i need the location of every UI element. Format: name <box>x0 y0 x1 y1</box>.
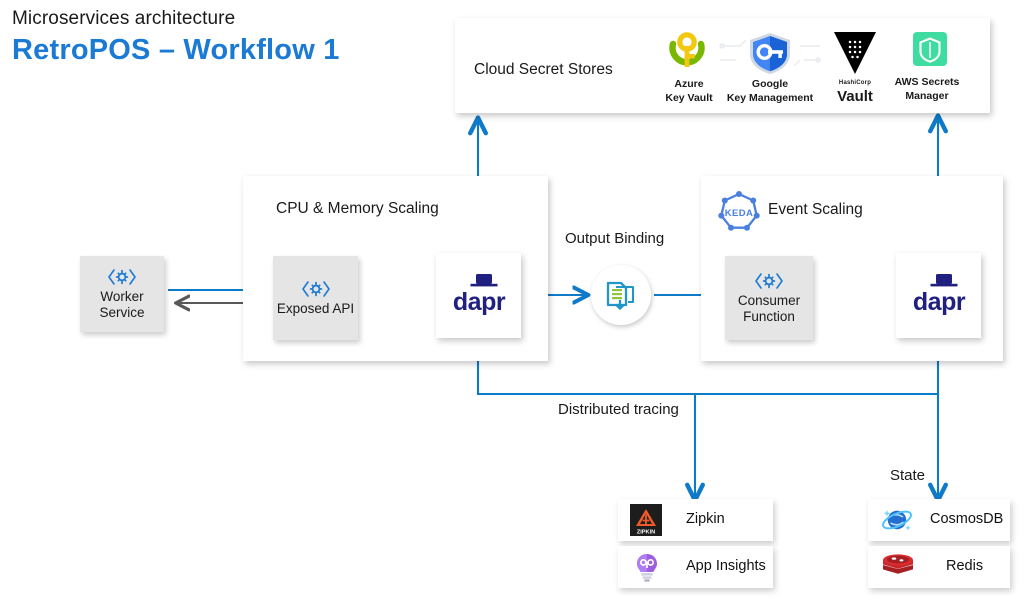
redis-icon <box>882 554 914 580</box>
redis-row[interactable]: Redis <box>868 546 1010 588</box>
svg-text:KEDA: KEDA <box>725 208 754 219</box>
api-gear-icon <box>755 272 783 289</box>
exposed-api-node[interactable]: Exposed API <box>273 256 358 340</box>
dapr-logo-icon: dapr <box>452 273 506 316</box>
cpu-memory-scaling-title: CPU & Memory Scaling <box>276 200 439 217</box>
google-key-management-caption-1: Google <box>751 78 789 90</box>
distributed-tracing-label: Distributed tracing <box>558 401 679 418</box>
consumer-function-label-2: Function <box>743 308 795 324</box>
google-key-management-icon <box>719 33 821 74</box>
dapr-right-node[interactable]: dapr <box>896 253 981 338</box>
cloud-secret-stores-panel: Cloud Secret Stores <box>455 18 990 113</box>
svg-text:dapr: dapr <box>452 288 505 316</box>
keda-icon: KEDA <box>718 191 760 231</box>
worker-service-node[interactable]: Worker Service <box>80 256 164 332</box>
cosmosdb-icon <box>881 504 913 536</box>
consumer-function-node[interactable]: Consumer Function <box>725 256 813 340</box>
azure-key-vault-icon <box>669 32 705 67</box>
aws-secrets-manager-caption-1: AWS Secrets <box>894 76 960 88</box>
aws-secrets-manager-logo: AWS Secrets Manager <box>884 30 970 102</box>
cosmosdb-label: CosmosDB <box>930 511 1004 527</box>
app-insights-label: App Insights <box>686 558 766 574</box>
azure-key-vault-caption-2: Key Vault <box>665 92 713 104</box>
state-label: State <box>890 467 926 484</box>
hashicorp-vault-caption-2: Vault <box>837 88 873 105</box>
redis-label: Redis <box>946 558 984 574</box>
keda-logo: KEDA <box>715 189 763 237</box>
svg-text:ZIPKIN: ZIPKIN <box>637 530 655 536</box>
azure-key-vault-caption-1: Azure <box>674 78 704 90</box>
cosmosdb-row[interactable]: CosmosDB <box>868 499 1010 541</box>
worker-service-label-2: Service <box>99 304 145 320</box>
hashicorp-vault-logo: HashiCorp Vault <box>826 30 884 105</box>
binding-download-icon <box>606 281 635 310</box>
zipkin-icon: ZIPKIN <box>630 504 662 536</box>
aws-secrets-manager-icon <box>913 32 947 66</box>
api-gear-icon <box>301 280 330 297</box>
google-key-management-logo: Google Key Management <box>714 30 826 104</box>
page-subtitle: Microservices architecture <box>12 8 236 29</box>
dapr-logo-icon: dapr <box>912 273 966 316</box>
zipkin-row[interactable]: ZIPKIN Zipkin <box>618 499 773 541</box>
hashicorp-vault-caption-1: HashiCorp <box>838 80 872 86</box>
hashicorp-vault-icon <box>834 32 876 74</box>
exposed-api-label: Exposed API <box>276 300 355 316</box>
azure-key-vault-logo: Azure Key Vault <box>655 30 723 104</box>
output-binding-node[interactable] <box>591 265 651 325</box>
aws-secrets-manager-caption-2: Manager <box>905 90 949 102</box>
dapr-left-node[interactable]: dapr <box>436 253 521 338</box>
lightbulb-icon <box>633 552 661 582</box>
google-key-management-caption-2: Key Management <box>726 92 814 104</box>
worker-service-label-1: Worker <box>100 288 144 304</box>
api-gear-icon <box>108 268 136 285</box>
cloud-secret-stores-title: Cloud Secret Stores <box>474 61 613 78</box>
output-binding-label: Output Binding <box>565 230 665 247</box>
app-insights-row[interactable]: App Insights <box>618 546 773 588</box>
consumer-function-label-1: Consumer <box>737 292 801 308</box>
event-scaling-title: Event Scaling <box>768 201 863 218</box>
zipkin-label: Zipkin <box>686 511 725 527</box>
page-title: RetroPOS – Workflow 1 <box>12 34 340 66</box>
svg-text:dapr: dapr <box>912 288 965 316</box>
